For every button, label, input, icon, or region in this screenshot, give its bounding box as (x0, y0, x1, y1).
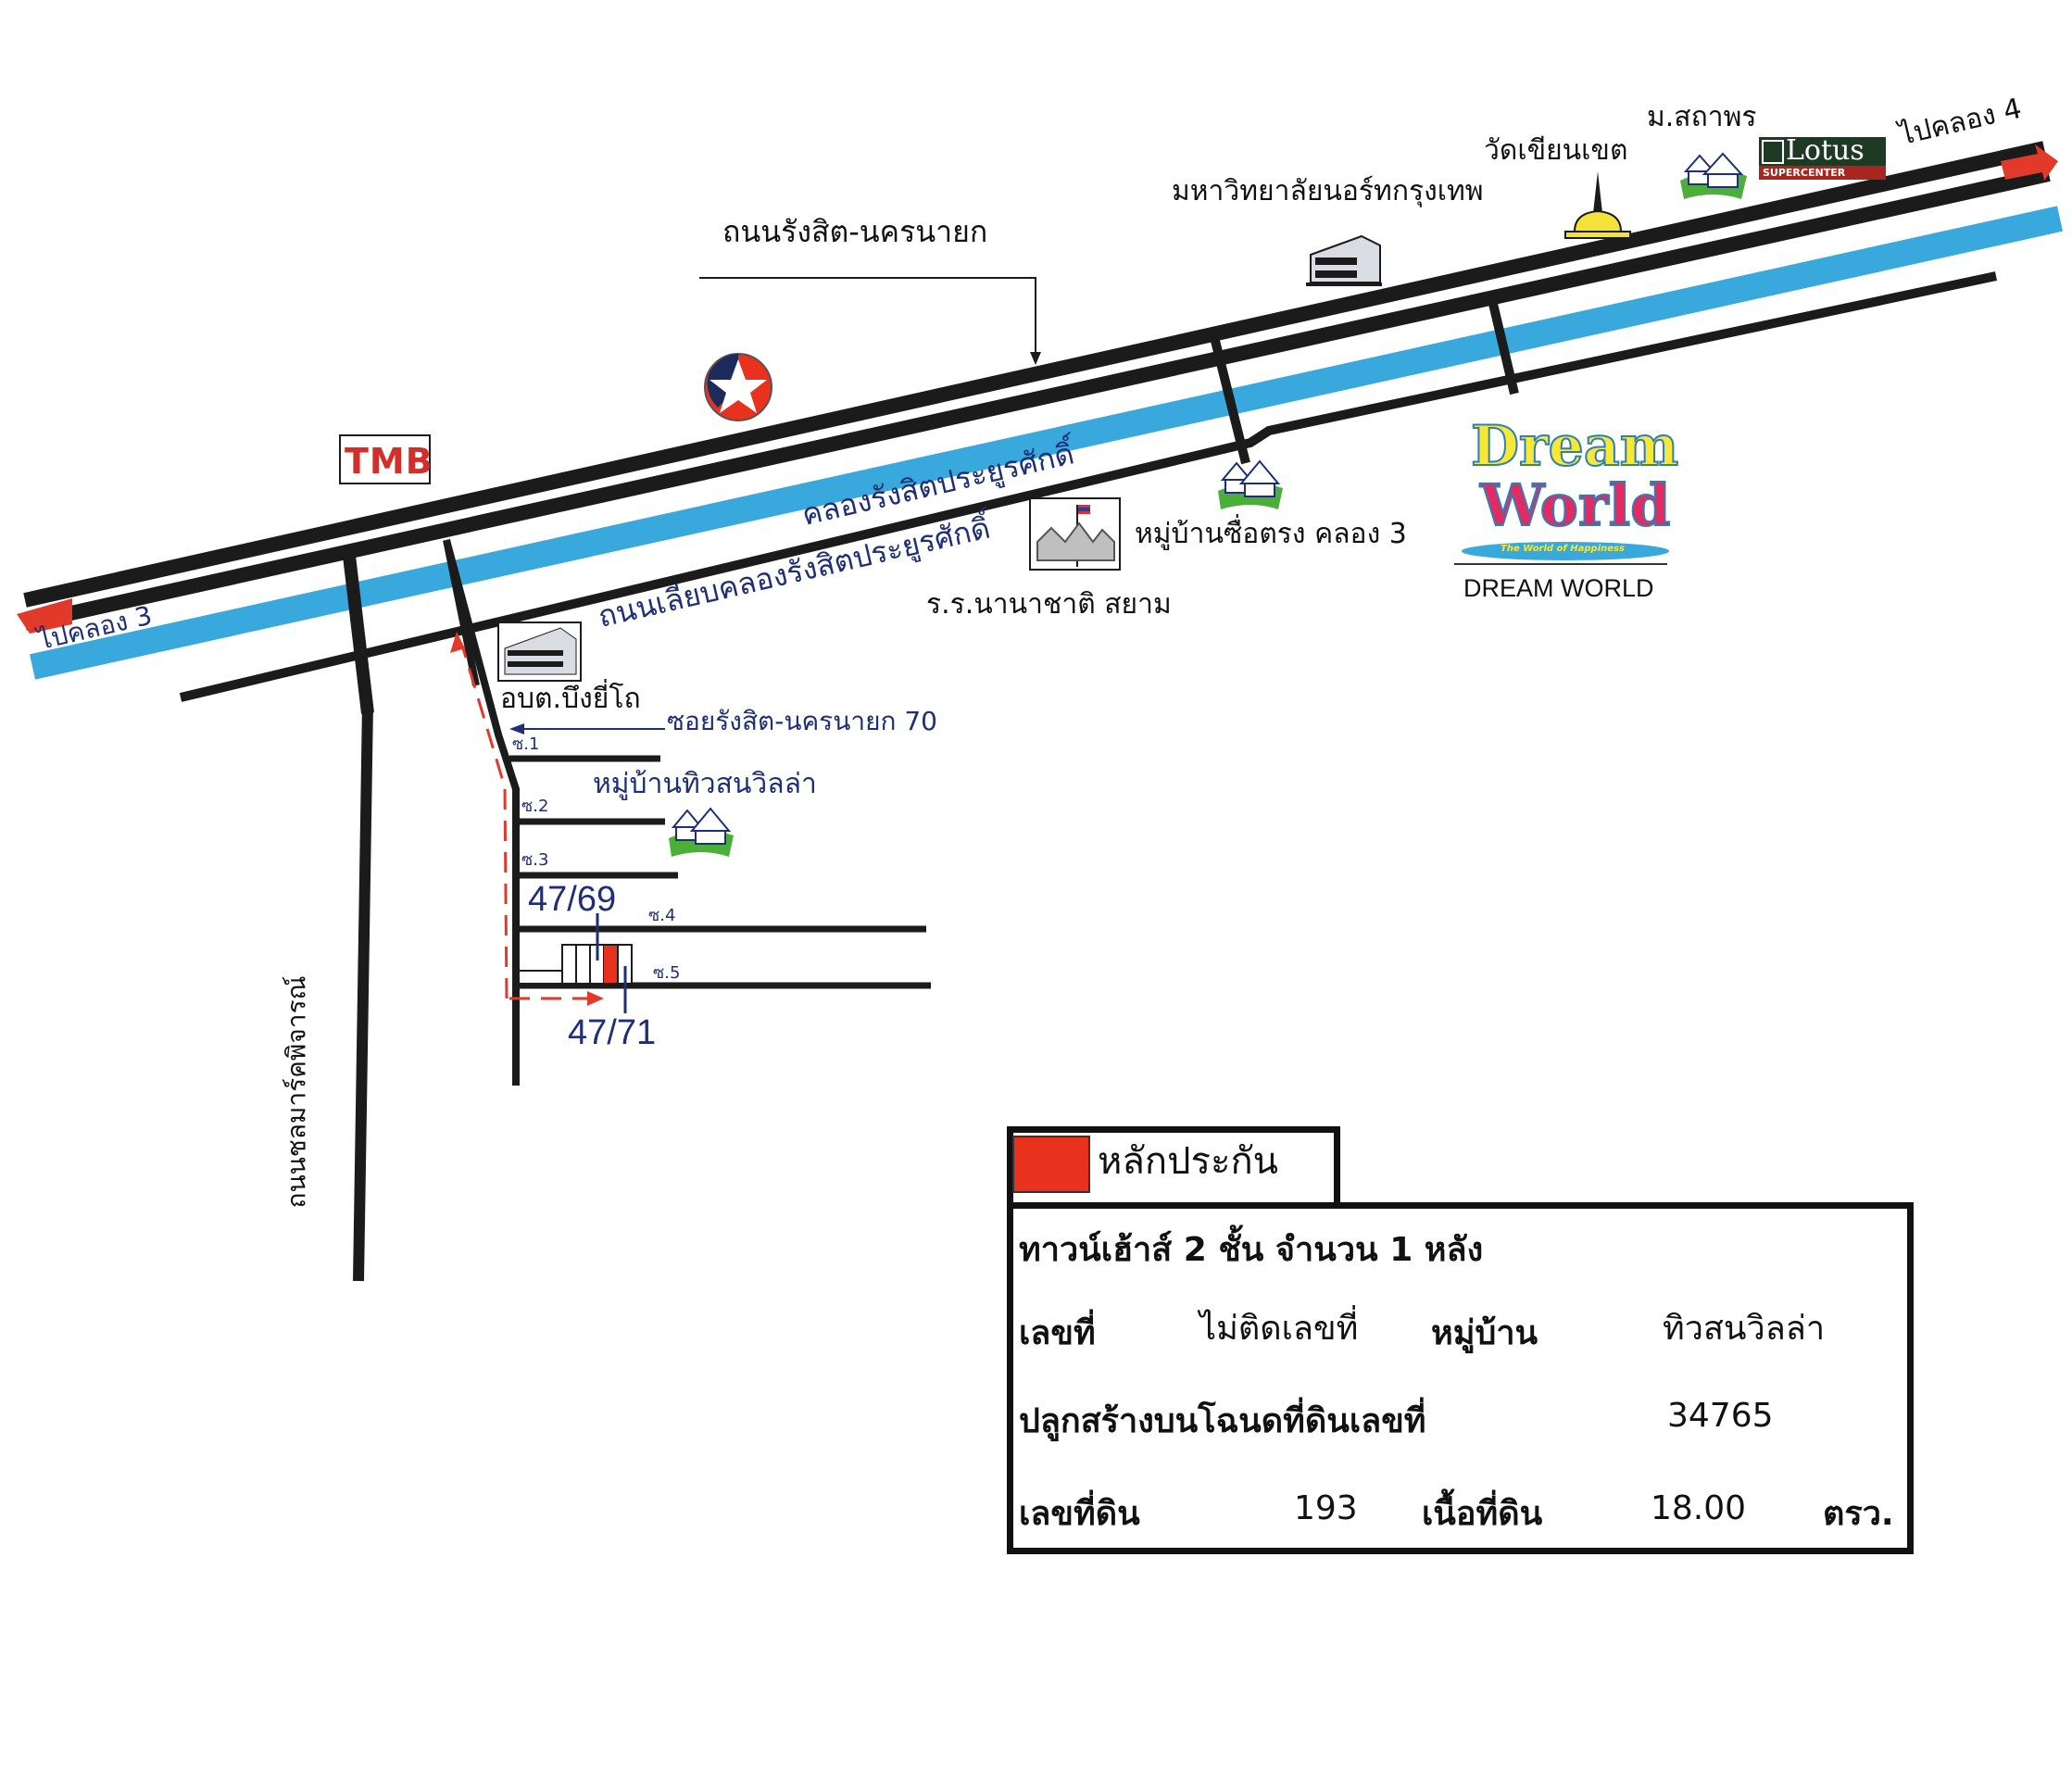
village-suetrong-label: หมู่บ้านซื่อตรง คลอง 3 (1135, 518, 1407, 550)
chonlamark-road-label: ถนนชลมาร์คพิจารณ์ (281, 975, 312, 1209)
area-unit: ตรว. (1823, 1495, 1894, 1533)
canal-side-road (179, 271, 1998, 702)
university-label: มหาวิทยาลัยนอร์ทกรุงเทพ (1172, 175, 1484, 207)
property-info-box (1007, 1202, 1914, 1554)
soi-3-label: ซ.3 (521, 850, 549, 870)
canal (29, 206, 2064, 680)
townhouse-block (518, 944, 633, 985)
soi-70-arrow-icon (509, 723, 524, 735)
land-no-value: 193 (1294, 1489, 1358, 1527)
village-sathaporn-label: ม.สถาพร (1647, 101, 1757, 133)
vertical-road-chonlamark (353, 703, 373, 1282)
tmb-logo: TMB (345, 441, 433, 482)
legend-swatch-label: หลักประกัน (1098, 1140, 1279, 1183)
soi-2-label: ซ.2 (521, 797, 549, 816)
deed-label: ปลูกสร้างบนโฉนดที่ดินเลขที่ (1019, 1402, 1426, 1440)
dreamworld-logo-bottom: World (1479, 471, 1671, 539)
soi-70-label: ซอยรังสิต-นครนายก 70 (667, 706, 937, 736)
dreamworld-logo (1454, 542, 1669, 565)
soi-4-label: ซ.4 (648, 906, 676, 925)
arrow-right-icon (2001, 144, 2058, 181)
route-path (461, 647, 593, 1000)
deed-value: 34765 (1667, 1397, 1774, 1435)
lotus-logo-subtext: SUPERCENTER (1763, 167, 1846, 179)
route-arrow-right-icon (587, 991, 604, 1006)
area-label: เนื้อที่ดิน (1422, 1495, 1543, 1533)
village-twin-icon (669, 807, 734, 857)
main-road-callout (699, 277, 1036, 357)
dreamworld-tagline: The World of Happiness (1501, 544, 1625, 554)
cross-road-1 (343, 555, 374, 714)
collateral-swatch (1012, 1136, 1090, 1193)
dreamworld-caption: DREAM WORLD (1463, 574, 1654, 602)
main-road-label: ถนนรังสิต-นครนายก (722, 214, 988, 249)
callout-arrow-icon (1030, 352, 1041, 365)
route-arrow-up-icon (450, 632, 465, 653)
collateral-plot (604, 946, 618, 983)
cross-road-4 (1488, 302, 1519, 396)
temple-label: วัดเขียนเขต (1484, 134, 1628, 167)
main-road-lower-lane (23, 167, 2051, 631)
tmb-logo-box (339, 434, 431, 484)
house-no-value: ไม่ติดเลขที่ (1199, 1310, 1359, 1348)
temple-stupa-icon (1564, 171, 1631, 239)
plot-4771-label: 47/71 (568, 1013, 657, 1052)
dreamworld-logo-top: Dream (1470, 414, 1679, 479)
village-sathaporn-icon (1680, 152, 1747, 199)
university-building-icon (1306, 234, 1382, 286)
area-value: 18.00 (1651, 1489, 1747, 1527)
arrow-left-icon (17, 598, 72, 634)
sao-label: อบต.บึงยี่โถ (500, 683, 641, 715)
school-icon (1029, 497, 1121, 571)
village-value: ทิวสนวิลล่า (1663, 1310, 1826, 1348)
caltex-icon (704, 353, 772, 421)
plot-4769-label: 47/69 (528, 880, 617, 919)
village-suetrong-icon (1218, 459, 1283, 509)
school-label: ร.ร.นานาชาติ สยาม (926, 588, 1172, 621)
soi-5-label: ซ.5 (653, 963, 681, 983)
village-label: หมู่บ้าน (1431, 1314, 1538, 1352)
village-twin-label: หมู่บ้านทิวสนวิลล่า (593, 768, 817, 800)
cross-road-3 (1211, 339, 1250, 465)
main-road-upper-lane (23, 141, 2046, 608)
soi-1-label: ซ.1 (512, 735, 540, 754)
soi-70-road (443, 538, 520, 1086)
house-no-label: เลขที่ (1019, 1314, 1096, 1352)
sao-building-icon (497, 622, 582, 682)
land-no-label: เลขที่ดิน (1019, 1495, 1140, 1533)
lotus-logo-text: Lotus (1786, 134, 1865, 167)
property-title: ทาวน์เฮ้าส์ 2 ชั้น จำนวน 1 หลัง (1019, 1231, 1484, 1269)
